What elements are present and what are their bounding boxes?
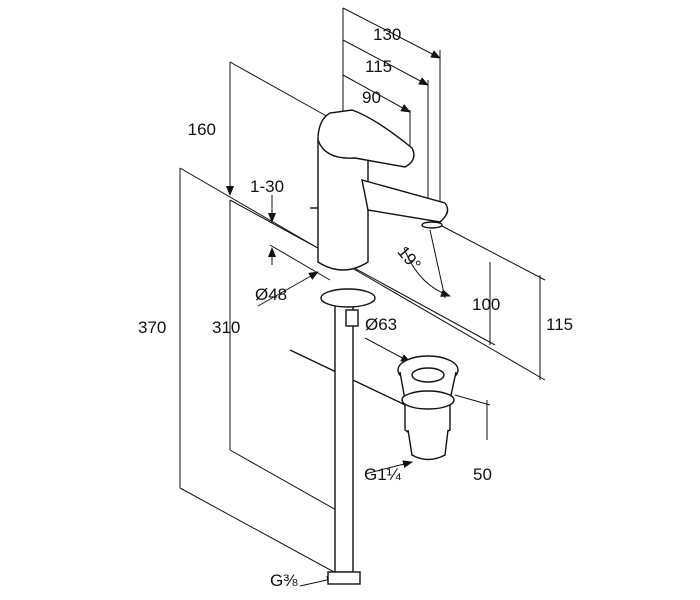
dim-370: 370 (138, 318, 166, 337)
thread-hose: G⅜ (270, 571, 298, 590)
dim-angle: 19° (394, 242, 425, 274)
dim-160: 160 (188, 120, 216, 139)
dim-310: 310 (212, 318, 240, 337)
thread-drain: G1¼ (364, 465, 402, 484)
dim-115-right: 115 (546, 315, 573, 334)
dim-1-30: 1-30 (250, 177, 284, 196)
dimension-lines (179, 7, 546, 587)
dimension-labels: 130 115 90 160 1-30 19° 100 115 Ø48 Ø63 … (138, 25, 573, 590)
dim-dia63: Ø63 (365, 315, 397, 334)
dim-100: 100 (472, 295, 500, 314)
dim-115-top: 115 (365, 57, 392, 76)
dim-50: 50 (473, 465, 492, 484)
dim-130: 130 (373, 25, 401, 44)
dim-dia48: Ø48 (255, 285, 287, 304)
drain-valve (397, 355, 459, 461)
dim-90: 90 (362, 88, 381, 107)
faucet-body (289, 109, 449, 585)
